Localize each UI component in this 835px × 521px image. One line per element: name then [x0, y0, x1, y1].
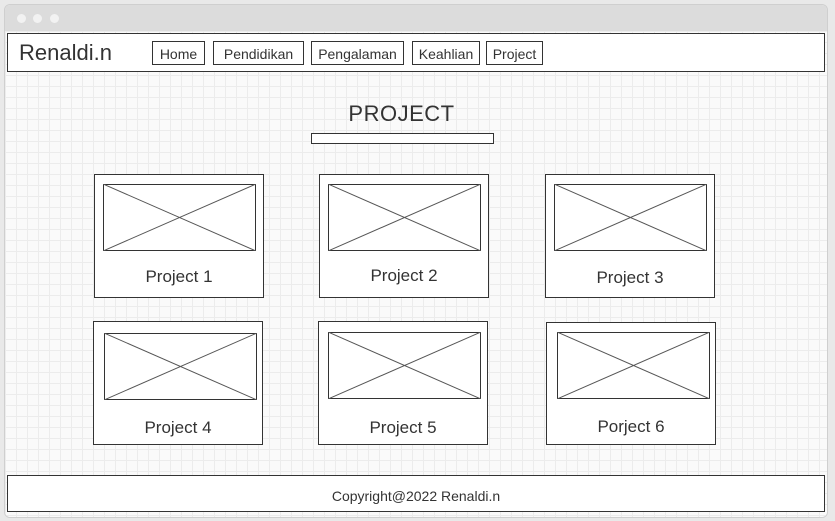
section-title-underline	[311, 133, 494, 144]
nav-pendidikan[interactable]: Pendidikan	[213, 41, 304, 65]
window-titlebar	[5, 5, 827, 31]
project-card-label: Project 2	[370, 266, 438, 285]
image-placeholder-icon	[103, 184, 256, 251]
nav-home[interactable]: Home	[152, 41, 205, 65]
project-card-label: Project 5	[369, 418, 437, 437]
image-placeholder-icon	[554, 184, 707, 251]
nav-pengalaman[interactable]: Pengalaman	[311, 41, 404, 65]
project-card-label: Project 3	[596, 268, 664, 287]
image-placeholder-icon	[328, 184, 481, 251]
image-placeholder-icon	[104, 333, 257, 400]
project-card-6[interactable]: Porject 6	[546, 322, 716, 445]
project-card-1[interactable]: Project 1	[94, 174, 264, 298]
image-placeholder-icon	[557, 332, 710, 399]
project-card-2[interactable]: Project 2	[319, 174, 489, 298]
project-card-label: Porject 6	[597, 417, 665, 436]
image-placeholder-icon	[328, 332, 481, 399]
nav-project[interactable]: Project	[486, 41, 543, 65]
window-maximize-dot[interactable]	[50, 14, 59, 23]
section-title: PROJECT	[348, 101, 455, 126]
window-close-dot[interactable]	[17, 14, 26, 23]
navbar: Renaldi.n Home Pendidikan Pengalaman Kea…	[7, 33, 825, 72]
project-card-label: Project 1	[145, 267, 213, 286]
window-minimize-dot[interactable]	[33, 14, 42, 23]
project-card-4[interactable]: Project 4	[93, 321, 263, 445]
project-card-label: Project 4	[144, 418, 212, 437]
nav-keahlian[interactable]: Keahlian	[412, 41, 480, 65]
footer-copyright: Copyright@2022 Renaldi.n	[331, 488, 501, 504]
footer: Copyright@2022 Renaldi.n	[7, 475, 825, 512]
browser-window: Renaldi.n Home Pendidikan Pengalaman Kea…	[4, 4, 828, 518]
page-canvas: Renaldi.n Home Pendidikan Pengalaman Kea…	[5, 31, 827, 517]
project-card-5[interactable]: Project 5	[318, 321, 488, 445]
project-card-3[interactable]: Project 3	[545, 174, 715, 298]
brand-logo[interactable]: Renaldi.n	[19, 40, 112, 65]
